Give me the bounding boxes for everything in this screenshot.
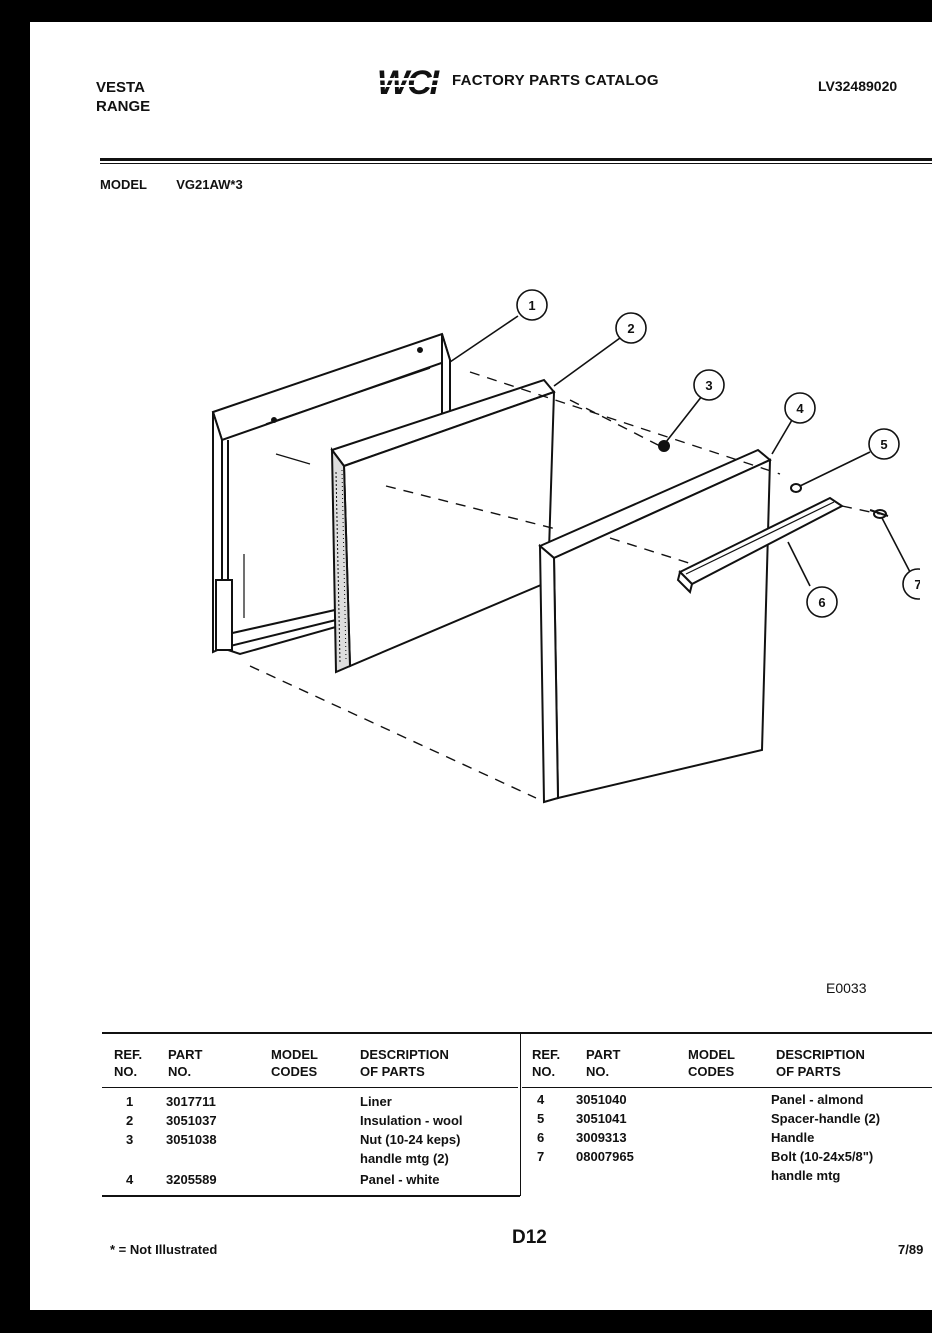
model-label: MODEL <box>100 177 147 192</box>
table-row-left-3-desc: Nut (10-24 keps)handle mtg (2) <box>360 1132 461 1166</box>
svg-text:WCI: WCI <box>377 64 441 98</box>
callout-2 <box>615 312 647 344</box>
callout-3 <box>693 369 725 401</box>
table-row-right-4-desc: Bolt (10-24x5/8")handle mtg <box>771 1149 874 1183</box>
alignment-lines <box>249 371 881 799</box>
callout-label-3: 3 <box>705 378 712 393</box>
part-nut <box>658 440 670 452</box>
not-illustrated-note: * = Not Illustrated <box>110 1242 218 1257</box>
table-row-left-1-desc: Liner <box>360 1094 392 1109</box>
model-value: VG21AW*3 <box>176 177 243 192</box>
table-row-right-2-ref: 5 <box>537 1111 545 1126</box>
callout-label-1: 1 <box>528 298 535 313</box>
callout-5 <box>868 428 900 460</box>
catalog-page: VESTA RANGE WCI FACTORY PARTS CATALOG LV… <box>30 22 932 1310</box>
part-spacer <box>790 483 802 493</box>
callout-7 <box>902 568 920 600</box>
table-top-rule <box>102 1032 932 1034</box>
part-insulation <box>330 378 556 674</box>
revision-date: 7/89 <box>898 1242 924 1257</box>
table-row-right-4-part: 08007965 <box>576 1149 634 1164</box>
callout-6 <box>806 586 838 618</box>
table-row-right-1-desc: Panel - almond <box>771 1092 864 1107</box>
brand-line-2: RANGE <box>96 98 151 115</box>
table-row-left-1-part: 3017711 <box>166 1094 216 1109</box>
table-row-right-2-part: 3051041 <box>576 1111 627 1126</box>
callout-1 <box>516 289 548 321</box>
callouts <box>449 289 920 618</box>
header-rule <box>100 158 932 161</box>
brand-line-1: VESTA <box>96 79 145 96</box>
table-header-rule-left <box>102 1087 518 1088</box>
callout-4 <box>784 392 816 424</box>
callout-label-5: 5 <box>880 437 887 452</box>
page-code: D12 <box>512 1227 547 1248</box>
table-row-right-1-ref: 4 <box>537 1092 545 1107</box>
table-row-right-2-desc: Spacer-handle (2) <box>771 1111 881 1126</box>
table-row-right-3-ref: 6 <box>537 1130 545 1145</box>
table-row-left-3-part: 3051038 <box>166 1132 217 1147</box>
table-row-left-1-ref: 1 <box>126 1094 134 1109</box>
header-rule-thin <box>100 163 932 164</box>
exploded-parts-diagram: 1 2 3 4 5 6 7 <box>211 289 920 804</box>
header-ref-no-left: REF.NO. <box>114 1047 143 1079</box>
part-outer-panel <box>538 448 772 804</box>
callout-label-6: 6 <box>818 595 825 610</box>
model-line: MODEL VG21AW*3 <box>100 177 243 192</box>
table-row-right-1-part: 3051040 <box>576 1092 627 1107</box>
table-header-rule-right <box>522 1087 932 1088</box>
callout-label-2: 2 <box>627 321 634 336</box>
wci-logo: WCI <box>375 64 445 98</box>
table-divider <box>520 1034 521 1196</box>
table-row-right-3-desc: Handle <box>771 1130 815 1145</box>
catalog-title: FACTORY PARTS CATALOG <box>452 72 659 89</box>
table-row-left-4-ref: 4 <box>126 1172 134 1187</box>
table-row-right-3-part: 3009313 <box>576 1130 627 1145</box>
callout-label-4: 4 <box>796 401 804 416</box>
header-ref-no-right: REF.NO. <box>532 1047 561 1079</box>
drawing-code: E0033 <box>826 980 867 996</box>
brand-block: VESTA RANGE <box>96 78 150 116</box>
table-bottom-rule <box>102 1195 520 1197</box>
table-row-right-4-ref: 7 <box>537 1149 545 1164</box>
document-number: LV32489020 <box>818 78 898 94</box>
table-row-left-2-desc: Insulation - wool <box>360 1113 463 1128</box>
table-row-left-4-desc: Panel - white <box>360 1172 440 1187</box>
table-row-left-2-part: 3051037 <box>166 1113 217 1128</box>
table-row-left-4-part: 3205589 <box>166 1172 217 1187</box>
callout-label-7: 7 <box>914 577 920 592</box>
table-row-left-3-ref: 3 <box>126 1132 134 1147</box>
table-row-left-2-ref: 2 <box>126 1113 134 1128</box>
